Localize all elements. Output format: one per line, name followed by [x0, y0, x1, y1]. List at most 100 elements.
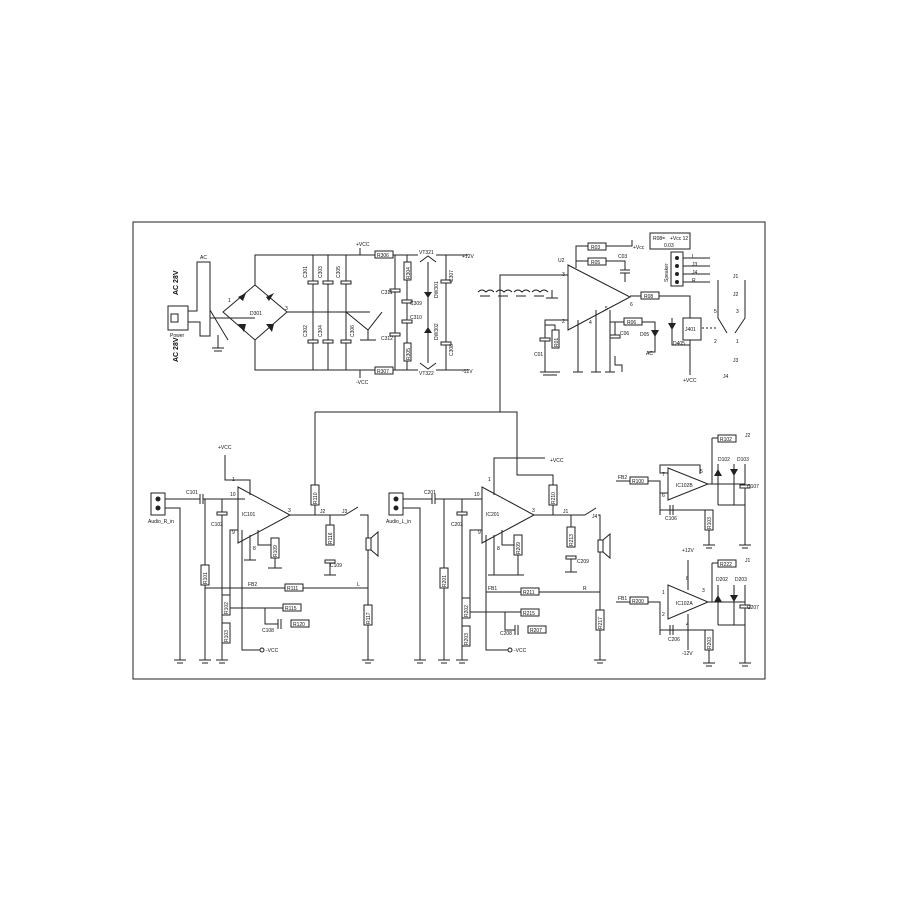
l-label: L — [357, 582, 360, 588]
j4-label: J4 — [592, 514, 598, 520]
c06-label: C06 — [620, 331, 629, 337]
pin-label: 5 — [605, 306, 608, 312]
wire — [403, 507, 421, 660]
capacitor — [389, 332, 401, 337]
cap-label: C304 — [318, 325, 324, 337]
d203-label: D203 — [735, 577, 747, 583]
wire — [254, 254, 372, 285]
capacitor — [456, 511, 468, 516]
wire — [224, 455, 251, 495]
r117-label: R117 — [366, 612, 372, 624]
r101-label: R101 — [203, 572, 209, 584]
r100-label: R100 — [632, 479, 644, 485]
resistor — [221, 622, 231, 644]
r05-label: R05 — [591, 260, 600, 266]
j1-label: J1 — [563, 509, 569, 515]
r215-label: R215 — [523, 611, 535, 617]
pin-label: 1 — [736, 339, 739, 345]
v12-top-label: +12V — [462, 254, 474, 260]
transistor-icon — [419, 362, 437, 370]
wire — [360, 514, 369, 538]
r222-label: R222 — [720, 562, 732, 568]
capacitor — [539, 337, 551, 342]
vcc-bottom-label: -VCC — [356, 380, 369, 386]
c03-label: C03 — [618, 254, 627, 260]
pin-label: 2 — [714, 339, 717, 345]
pin-l: L — [692, 254, 695, 260]
capacitor — [609, 334, 621, 339]
detector-stages: FB2 R100 IC102B 7 6 5 C106 R102 J2 D102 … — [616, 433, 759, 667]
j2-label: J2 — [745, 433, 751, 439]
switch-icon — [584, 507, 597, 516]
c311-label: C311 — [381, 290, 393, 296]
r207-label: R207 — [530, 628, 542, 634]
pin-label: 1 — [228, 298, 231, 304]
diode-icon — [266, 293, 274, 301]
r116-label: R116 — [328, 532, 334, 544]
d405-label: D405 — [673, 341, 685, 347]
ic102a-label: IC102A — [676, 601, 693, 607]
input-label: Audio_R_in — [148, 519, 174, 525]
speaker-cone-icon — [370, 530, 379, 558]
terminal-icon — [507, 647, 513, 653]
resistor — [461, 597, 471, 619]
wire — [614, 356, 623, 372]
wire — [257, 530, 275, 546]
pin-label: 3 — [736, 309, 739, 315]
c102-label: C102 — [211, 522, 223, 528]
info-box — [649, 232, 691, 250]
protection-circuit: U2 R03 R05 C03 +Vcc 3 2 6 5 4 R08 R06 D0… — [477, 232, 746, 412]
capacitor — [565, 555, 577, 560]
pin1-label: 1 — [662, 590, 665, 596]
dw302-label: DW302 — [434, 323, 440, 340]
capacitor — [739, 604, 751, 609]
r209-label: R209 — [516, 542, 522, 554]
pin-j4: J4 — [692, 270, 698, 276]
opamp-ic101 — [237, 486, 292, 544]
c202-label: C202 — [451, 522, 463, 528]
pin-icon — [675, 256, 679, 260]
c207-label: C207 — [747, 605, 759, 611]
pin-icon — [675, 264, 679, 268]
speaker-connector — [670, 251, 684, 287]
d05-label: D05 — [640, 332, 649, 338]
ic101-label: IC101 — [242, 512, 256, 518]
r203-label: R203 — [707, 637, 713, 649]
input-label: Audio_L_in — [386, 519, 411, 525]
opamp-ic201 — [481, 486, 536, 544]
pin3: 3 — [288, 508, 291, 514]
wire — [469, 529, 482, 598]
wire — [485, 535, 508, 651]
wire — [659, 464, 701, 474]
relay-j2-label: J2 — [733, 292, 739, 298]
wire — [254, 340, 372, 371]
c307-label: C307 — [449, 270, 455, 282]
v12-bottom-label: -12V — [462, 369, 473, 375]
pin10: 10 — [474, 492, 480, 498]
capacitor — [389, 288, 401, 293]
r200-label: R200 — [632, 599, 644, 605]
c308-label: C308 — [449, 344, 455, 356]
pin2-label: 2 — [662, 612, 665, 618]
pin3: 3 — [532, 508, 535, 514]
wire — [264, 608, 278, 625]
speaker-icon — [365, 537, 372, 551]
vcc-bottom-label: +VCC — [683, 378, 697, 384]
opamp-ic102a — [667, 584, 710, 620]
capacitor — [322, 339, 334, 344]
j401-label: J401 — [685, 327, 696, 333]
frame — [132, 221, 766, 680]
capacitor — [401, 299, 413, 304]
jack-pin-icon — [393, 505, 399, 511]
input-jack — [150, 492, 166, 516]
diode-icon — [651, 330, 659, 337]
wire — [575, 245, 588, 268]
d202-label: D202 — [716, 577, 728, 583]
vt321-label: VT321 — [419, 250, 434, 256]
cap-label: C303 — [318, 266, 324, 278]
diode-icon — [238, 293, 246, 301]
pin-icon — [675, 272, 679, 276]
vcc-neg-label: -VCC — [266, 648, 279, 654]
vcc-neg-label: -VCC — [514, 648, 527, 654]
